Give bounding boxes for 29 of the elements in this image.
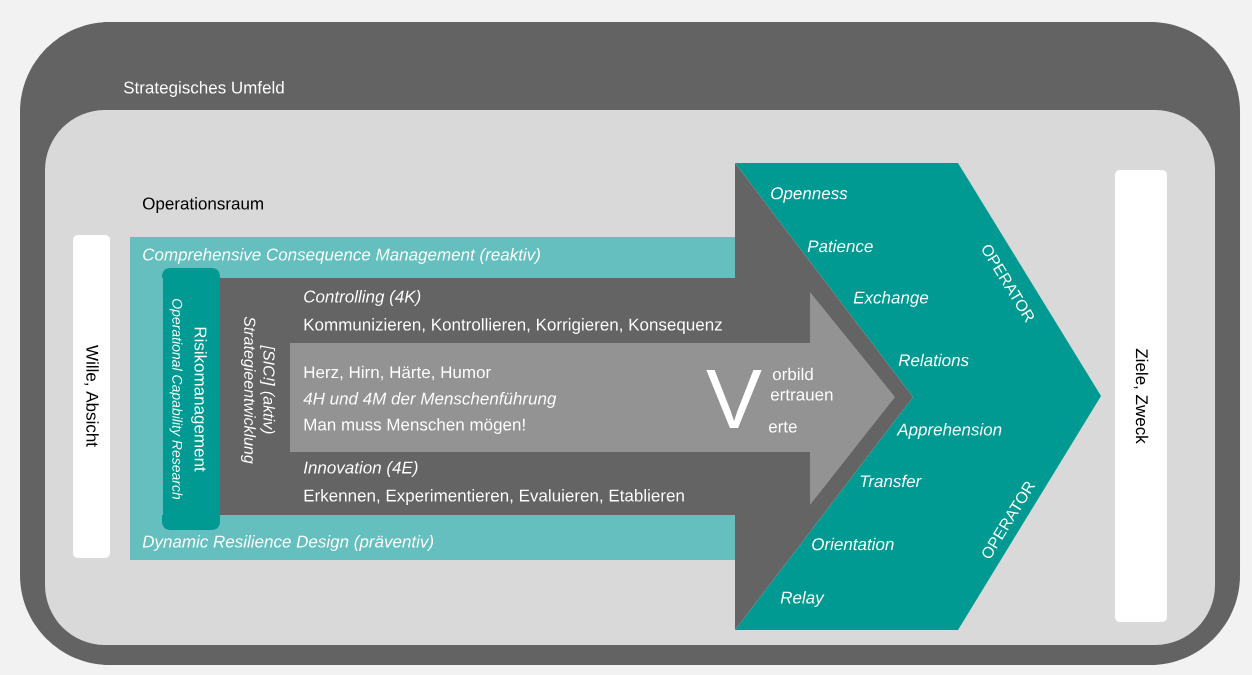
box-label: Risikomanagement xyxy=(191,327,207,472)
item-label: Apprehension xyxy=(896,423,1002,439)
panel-heading: Operationsraum xyxy=(143,197,263,213)
box-label: Wille, Absicht xyxy=(84,345,99,447)
box-label: Operational Capability Research xyxy=(169,299,183,500)
heading-label: Controlling (4K) xyxy=(304,290,421,306)
rotated-label: [SIC!] (aktiv) Strategieentwicklung xyxy=(240,316,276,464)
item-label: Relay xyxy=(780,591,825,607)
band-label: Dynamic Resilience Design (präventiv) xyxy=(142,535,434,551)
item-list: Kommunizieren, Kontrollieren, Korrigieren, Konsequenz xyxy=(304,318,722,334)
item-label: Exchange xyxy=(853,291,929,307)
initial-letter: V xyxy=(706,370,762,428)
box-label: Ziele, Zweck xyxy=(1133,348,1149,444)
band-segment xyxy=(130,278,163,515)
word-ending: orbild xyxy=(772,367,813,381)
text-line: Herz, Hirn, Härte, Humor xyxy=(304,365,491,381)
item-label: Orientation xyxy=(812,537,894,551)
word-ending: erte xyxy=(768,421,797,433)
item-label: Relations xyxy=(898,353,969,367)
heading-label: Innovation (4E) xyxy=(303,461,418,477)
item-label: Patience xyxy=(807,239,873,253)
item-label: Openness xyxy=(771,187,848,203)
item-label: Transfer xyxy=(860,474,922,488)
band-label: Comprehensive Consequence Management (reaktiv) xyxy=(143,248,540,264)
text-line: 4H und 4M der Menschenführung xyxy=(303,392,557,408)
word-ending: ertrauen xyxy=(770,389,833,401)
text-line: Man muss Menschen mögen! xyxy=(304,418,525,434)
panel-heading: Strategisches Umfeld xyxy=(123,81,284,97)
item-list: Erkennen, Experimentieren, Evaluieren, Etablieren xyxy=(304,489,684,505)
